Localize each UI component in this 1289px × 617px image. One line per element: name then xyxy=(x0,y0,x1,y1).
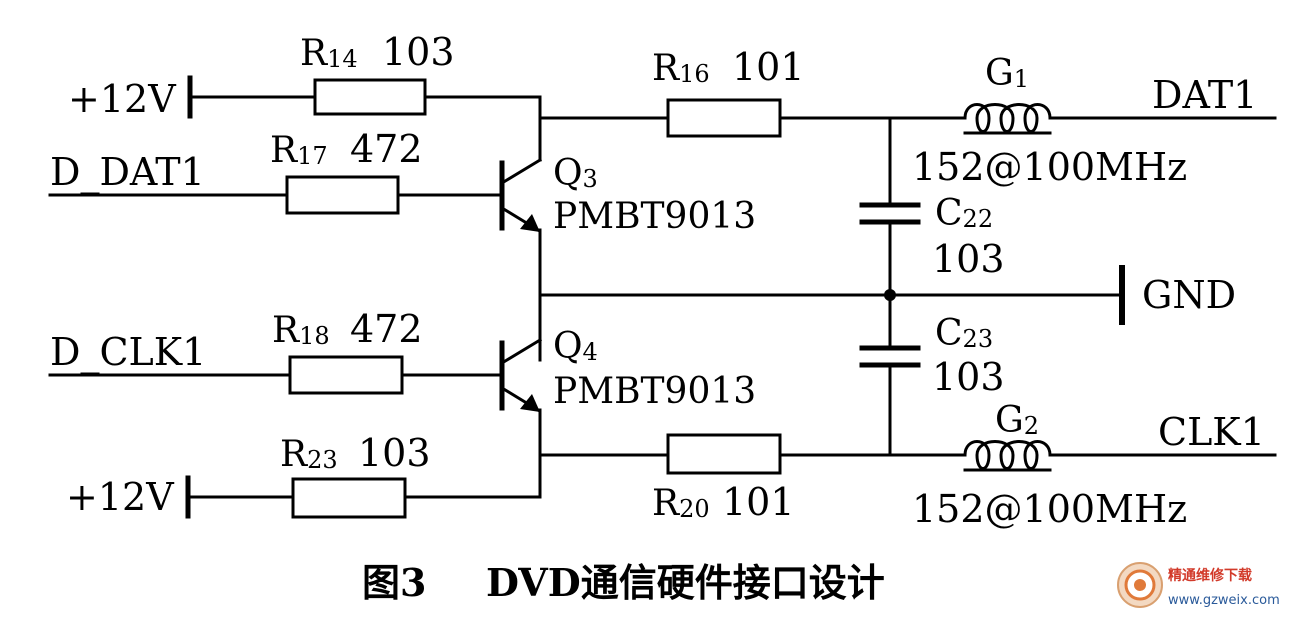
r23-value: 103 xyxy=(358,431,431,475)
label-gnd: GND xyxy=(1142,273,1236,317)
transistor-q3 xyxy=(499,157,543,233)
r18-value: 472 xyxy=(350,307,423,351)
q3-part: PMBT9013 xyxy=(553,196,756,237)
resistor-r17 xyxy=(285,175,400,215)
g2-ref: G2 xyxy=(995,400,1039,441)
inductor-g2 xyxy=(963,440,1052,472)
watermark-text: 精通维修下载 xyxy=(1168,567,1252,584)
c23-ref: C23 xyxy=(935,313,993,354)
resistor-r14 xyxy=(313,78,427,116)
g2-value: 152@100MHz xyxy=(912,487,1187,531)
resistor-r23 xyxy=(291,477,407,519)
r18-ref: R18 xyxy=(272,310,330,351)
r23-ref: R23 xyxy=(280,434,338,475)
r17-value: 472 xyxy=(350,127,423,171)
label-vcc-top: +12V xyxy=(68,77,176,121)
g1-value: 152@100MHz xyxy=(912,145,1187,189)
capacitor-c22 xyxy=(859,202,921,225)
resistor-r20 xyxy=(666,433,782,475)
resistor-r18 xyxy=(288,355,404,395)
r14-ref: R14 xyxy=(300,33,358,74)
watermark-url: www.gzweix.com xyxy=(1168,593,1280,608)
label-vcc-bottom: +12V xyxy=(66,475,174,519)
q3-ref: Q3 xyxy=(553,153,598,194)
watermark-logo xyxy=(1117,562,1163,608)
label-d-dat1: D_DAT1 xyxy=(50,150,205,195)
r16-ref: R16 xyxy=(652,48,710,89)
figure-number: 图3 xyxy=(362,560,426,605)
q4-part: PMBT9013 xyxy=(553,371,756,412)
c22-ref: C22 xyxy=(935,193,993,234)
resistor-r16 xyxy=(666,98,782,138)
label-clk1: CLK1 xyxy=(1158,410,1265,454)
figure-title: DVD通信硬件接口设计 xyxy=(486,560,885,605)
transistor-q4 xyxy=(499,337,543,413)
wires xyxy=(48,95,1277,499)
r14-value: 103 xyxy=(382,30,455,74)
r17-ref: R17 xyxy=(270,130,328,171)
label-d-clk1: D_CLK1 xyxy=(50,330,206,375)
r20-ref: R20 xyxy=(652,483,710,524)
junction-dot xyxy=(884,289,896,301)
label-dat1: DAT1 xyxy=(1152,73,1257,117)
c22-value: 103 xyxy=(932,237,1005,281)
r16-value: 101 xyxy=(732,45,805,89)
capacitor-c23 xyxy=(859,345,921,368)
g1-ref: G1 xyxy=(985,53,1029,94)
c23-value: 103 xyxy=(932,355,1005,399)
q4-ref: Q4 xyxy=(553,326,598,367)
inductor-g1 xyxy=(963,103,1052,135)
r20-value: 101 xyxy=(722,480,795,524)
